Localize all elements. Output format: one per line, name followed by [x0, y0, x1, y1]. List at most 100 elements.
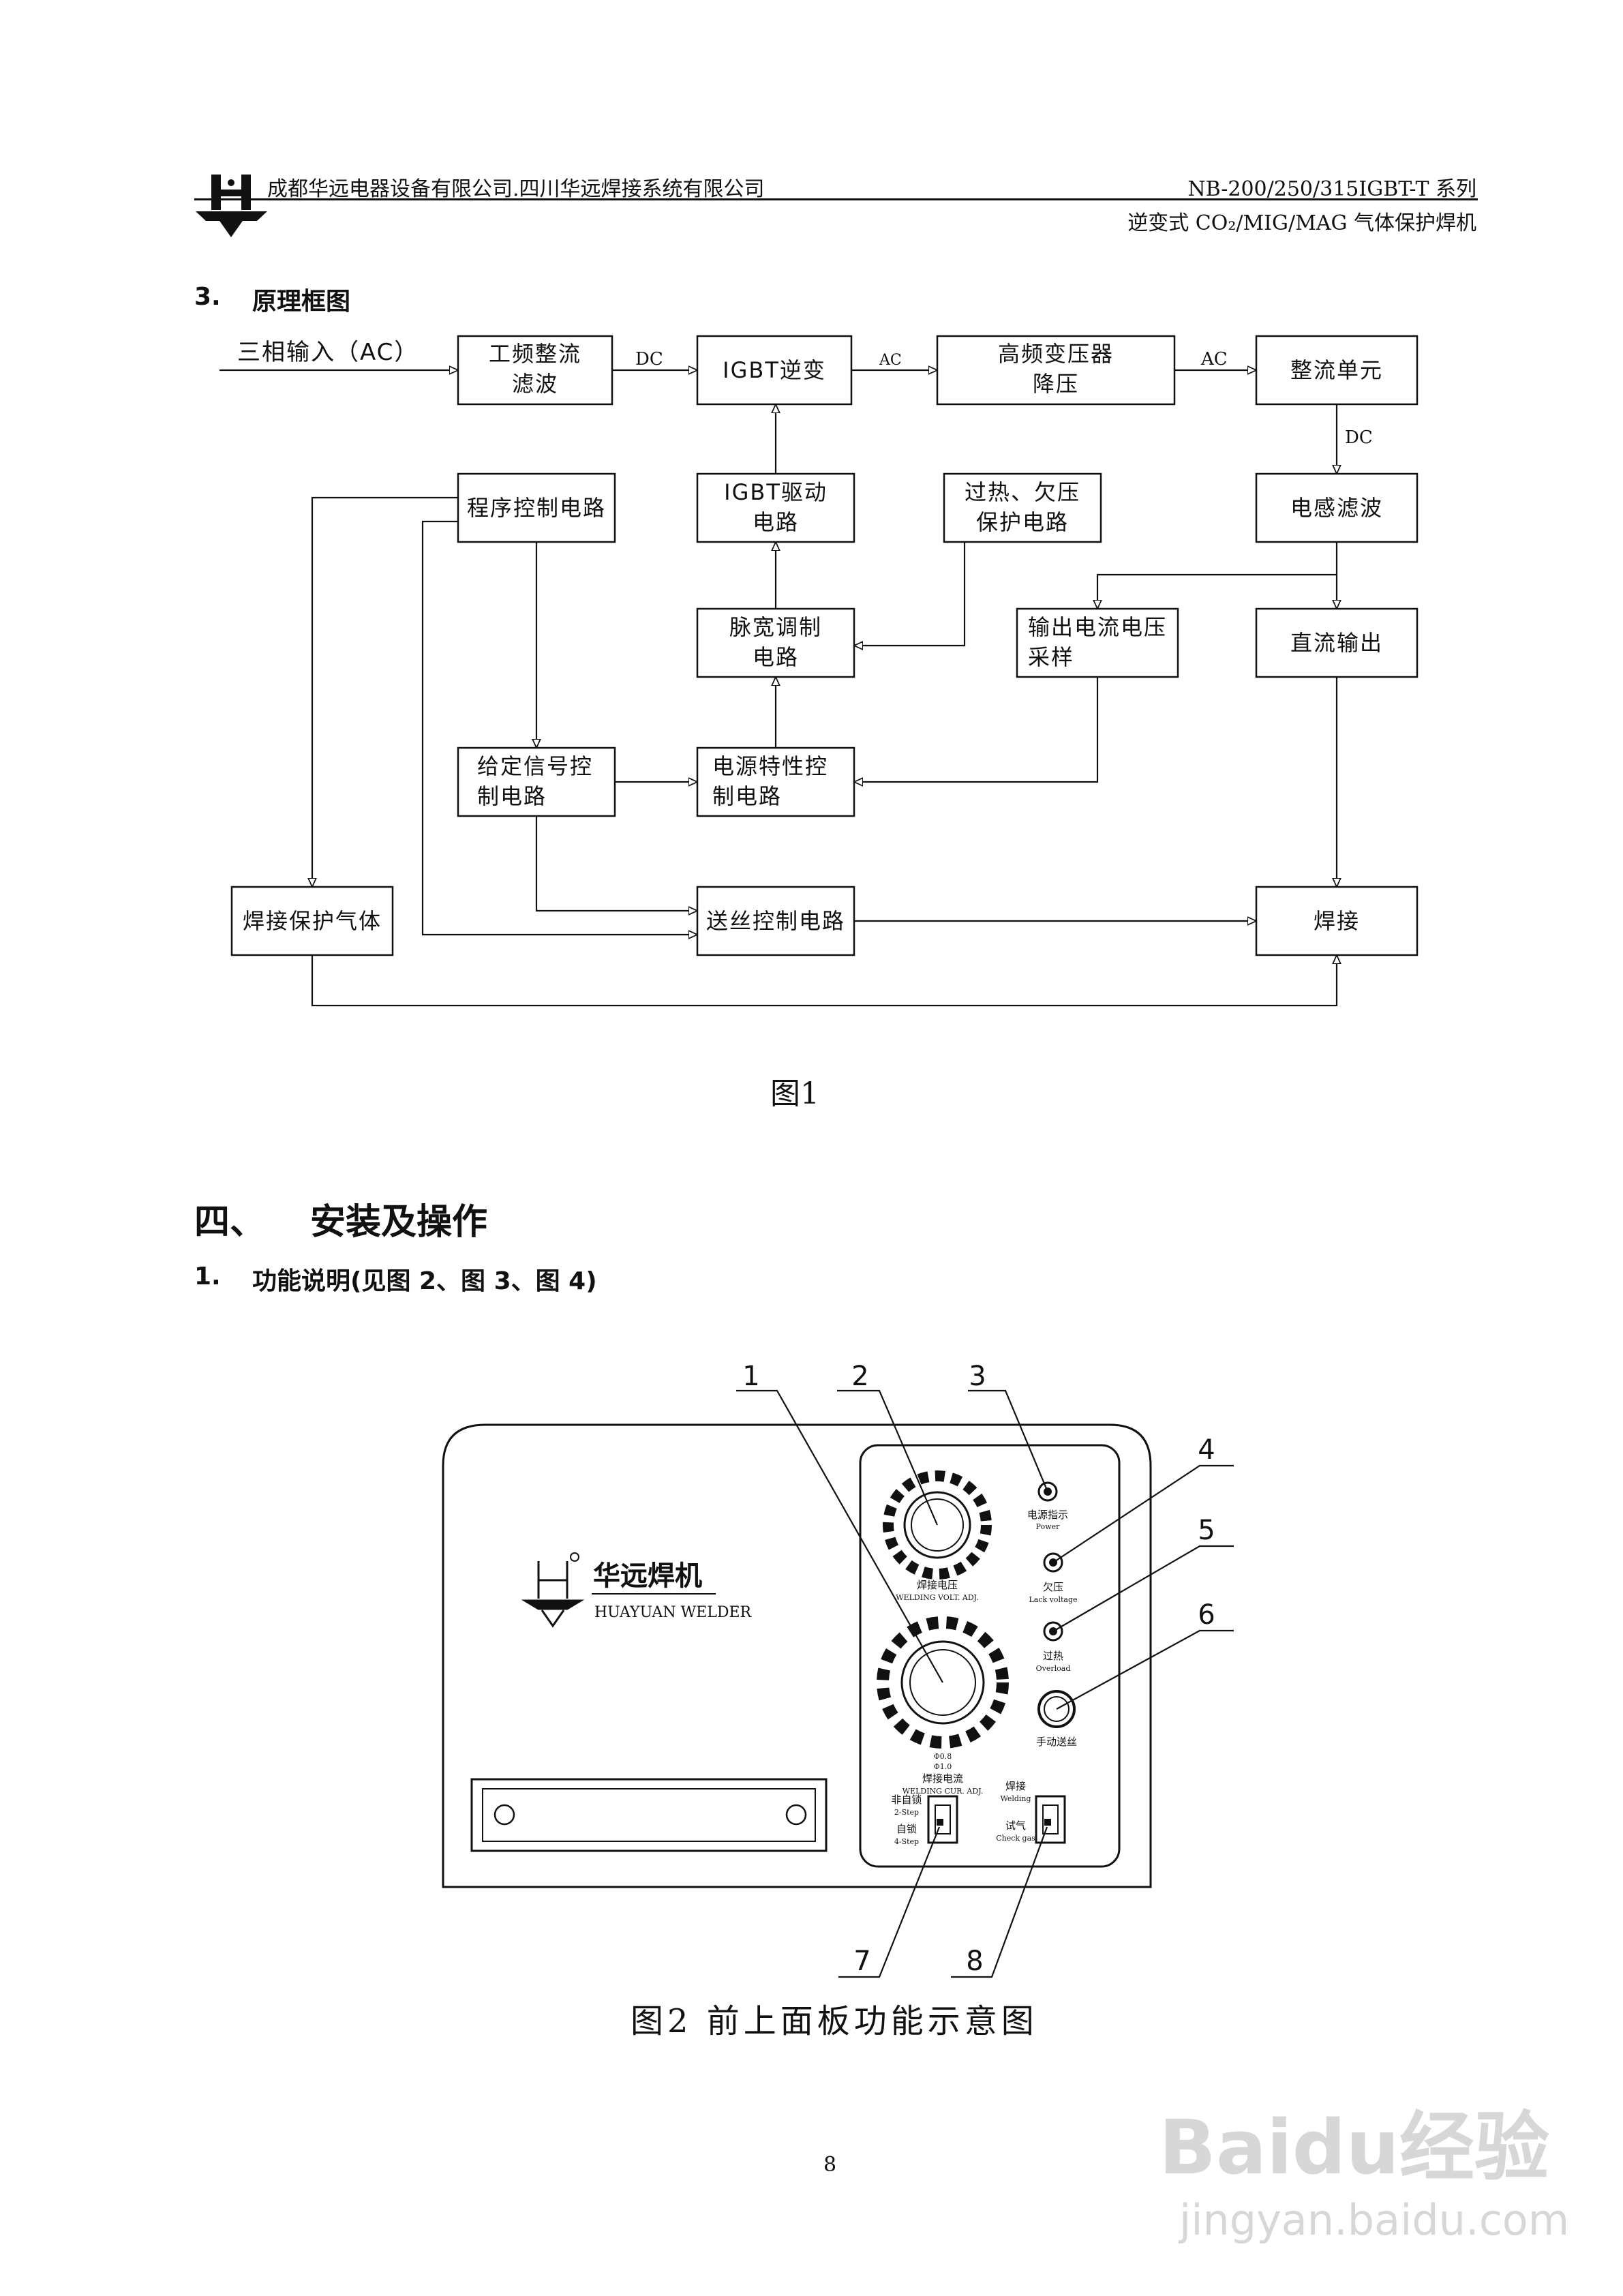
front-panel-figure: 华远焊机 HUAYUAN WELDER 焊接电压 WELDING VOLT. A…: [442, 1361, 1234, 1978]
step-mode-switch[interactable]: [927, 1795, 958, 1844]
cur-sub1: Φ0.8: [934, 1752, 952, 1761]
edge-ac-1: AC: [879, 352, 902, 369]
given-signal-line1: 给定信号控: [477, 753, 593, 779]
fig1-caption: 图1: [770, 1076, 819, 1111]
cur-sub2: Φ1.0: [934, 1762, 952, 1771]
sw8-bot-cn: 试气: [1005, 1819, 1026, 1832]
header-product: 逆变式 CO₂/MIG/MAG 气体保护焊机: [1127, 211, 1476, 235]
volt-en: WELDING VOLT. ADJ.: [896, 1593, 978, 1602]
cur-cn: 焊接电流: [922, 1772, 963, 1785]
sw7-bot-en: 4-Step: [894, 1837, 919, 1846]
inductor-label: 电感滤波: [1290, 495, 1383, 521]
callout-7: 7: [853, 1946, 870, 1977]
box-sampling: [1016, 607, 1179, 678]
overheat-line2: 保护电路: [976, 509, 1069, 535]
logo-cn: 华远焊机: [593, 1560, 702, 1592]
sw8-top-cn: 焊接: [1005, 1780, 1026, 1792]
nameplate-slot: [470, 1778, 828, 1852]
pwm-line2: 电路: [753, 644, 799, 670]
screw-right-icon: [785, 1804, 807, 1826]
box-overheat: [943, 472, 1102, 543]
panel-outline: [442, 1423, 1152, 1888]
power-en: Power: [1036, 1522, 1061, 1531]
callout-leaders: [736, 1389, 1234, 1978]
sw7-top-cn: 非自锁: [891, 1794, 922, 1806]
wire-feed-label: 送丝控制电路: [706, 908, 845, 934]
callout-2: 2: [851, 1361, 868, 1392]
box-rectifier: [457, 335, 613, 406]
logo-en: HUAYUAN WELDER: [594, 1604, 753, 1621]
box-pwm: [696, 607, 855, 678]
box-hf-transformer: [936, 335, 1176, 406]
callout-6: 6: [1198, 1599, 1215, 1631]
page-number: 8: [823, 2153, 837, 2177]
diagram-left-labels: 输出电流电压 采样 给定信号控 制电路 电源特性控 制电路: [477, 614, 1167, 809]
volt-cn: 焊接电压: [917, 1579, 958, 1591]
rect-unit-label: 整流单元: [1290, 357, 1383, 383]
screw-left-icon: [494, 1804, 515, 1826]
watermark-brand: Baidu经验: [1159, 2104, 1549, 2191]
lack-en: Lack voltage: [1029, 1595, 1077, 1604]
input-label: 三相输入（AC）: [237, 339, 419, 366]
igbt-inverter-label: IGBT逆变: [723, 357, 826, 383]
header-company: 成都华远电器设备有限公司.四川华远焊接系统有限公司: [267, 177, 765, 201]
over-cn: 过热: [1043, 1650, 1063, 1662]
overheat-line1: 过热、欠压: [965, 479, 1080, 505]
box-dc-out: [1255, 607, 1419, 678]
box-welding: [1255, 886, 1419, 956]
gas-label: 焊接保护气体: [243, 908, 382, 934]
section-1-title: 功能说明(见图 2、图 3、图 4): [252, 1267, 597, 1295]
edge-dc-2: DC: [1345, 427, 1373, 448]
chapter-4-title: 安装及操作: [310, 1202, 488, 1243]
sw8-top-en: Welding: [1000, 1794, 1031, 1803]
igbt-drive-line2: 电路: [753, 509, 799, 535]
cur-en: WELDING CUR. ADJ.: [902, 1787, 984, 1796]
sw8-bot-en: Check gas: [996, 1834, 1035, 1843]
sampling-line1: 输出电流电压: [1028, 614, 1167, 640]
callout-numbers: 1 2 3 4 5 6 7 8: [742, 1361, 1215, 1977]
box-igbt-inverter: [696, 335, 853, 406]
power-char-line1: 电源特性控: [712, 753, 828, 779]
edge-ac-2: AC: [1200, 349, 1228, 369]
watermark-url: jingyan.baidu.com: [1179, 2195, 1570, 2245]
block-diagram: 三相输入（AC） DC AC AC DC 工频整流 滤波 IGBT逆变 高频变压…: [219, 335, 1419, 1007]
over-en: Overload: [1036, 1664, 1071, 1673]
diagram-boxes: [230, 335, 1419, 956]
diagram-arrows: [219, 370, 1337, 1007]
callout-3: 3: [969, 1361, 986, 1392]
section-1-number: 1.: [194, 1263, 221, 1290]
company-logo: [192, 169, 271, 241]
dc-out-label: 直流输出: [1290, 630, 1383, 656]
sw7-top-en: 2-Step: [894, 1808, 919, 1817]
manual-cn: 手动送丝: [1036, 1736, 1077, 1748]
section-3-title: 原理框图: [252, 288, 351, 316]
rectifier-line1: 工频整流: [489, 341, 581, 367]
program-ctrl-label: 程序控制电路: [467, 495, 606, 521]
welding-label: 焊接: [1314, 908, 1360, 934]
hf-transformer-line1: 高频变压器: [998, 341, 1114, 367]
power-cn: 电源指示: [1027, 1509, 1068, 1521]
igbt-drive-line1: IGBT驱动: [724, 479, 828, 505]
callout-4: 4: [1198, 1434, 1215, 1466]
lack-cn: 欠压: [1043, 1581, 1063, 1593]
power-char-line2: 制电路: [712, 783, 782, 809]
callout-1: 1: [742, 1361, 759, 1392]
logo-mark-icon: [196, 175, 267, 237]
box-igbt-drive: [696, 472, 855, 543]
chapter-4-number: 四、: [194, 1202, 266, 1243]
voltage-knob[interactable]: [883, 1470, 992, 1580]
edge-dc-1: DC: [635, 349, 663, 369]
box-rect-unit: [1255, 335, 1419, 406]
sampling-line2: 采样: [1028, 644, 1074, 670]
header-series: NB-200/250/315IGBT-T 系列: [1187, 177, 1476, 201]
header-rule: [194, 198, 1478, 200]
huayuan-logo-icon: [521, 1552, 585, 1628]
control-area: [859, 1444, 1121, 1868]
callout-5: 5: [1198, 1515, 1215, 1546]
weld-gas-switch[interactable]: [1035, 1795, 1066, 1844]
sw7-bot-cn: 自锁: [896, 1823, 917, 1835]
box-power-char: [696, 746, 855, 817]
hf-transformer-line2: 降压: [1033, 371, 1079, 397]
pwm-line1: 脉宽调制: [729, 614, 822, 640]
given-signal-line2: 制电路: [477, 783, 547, 809]
